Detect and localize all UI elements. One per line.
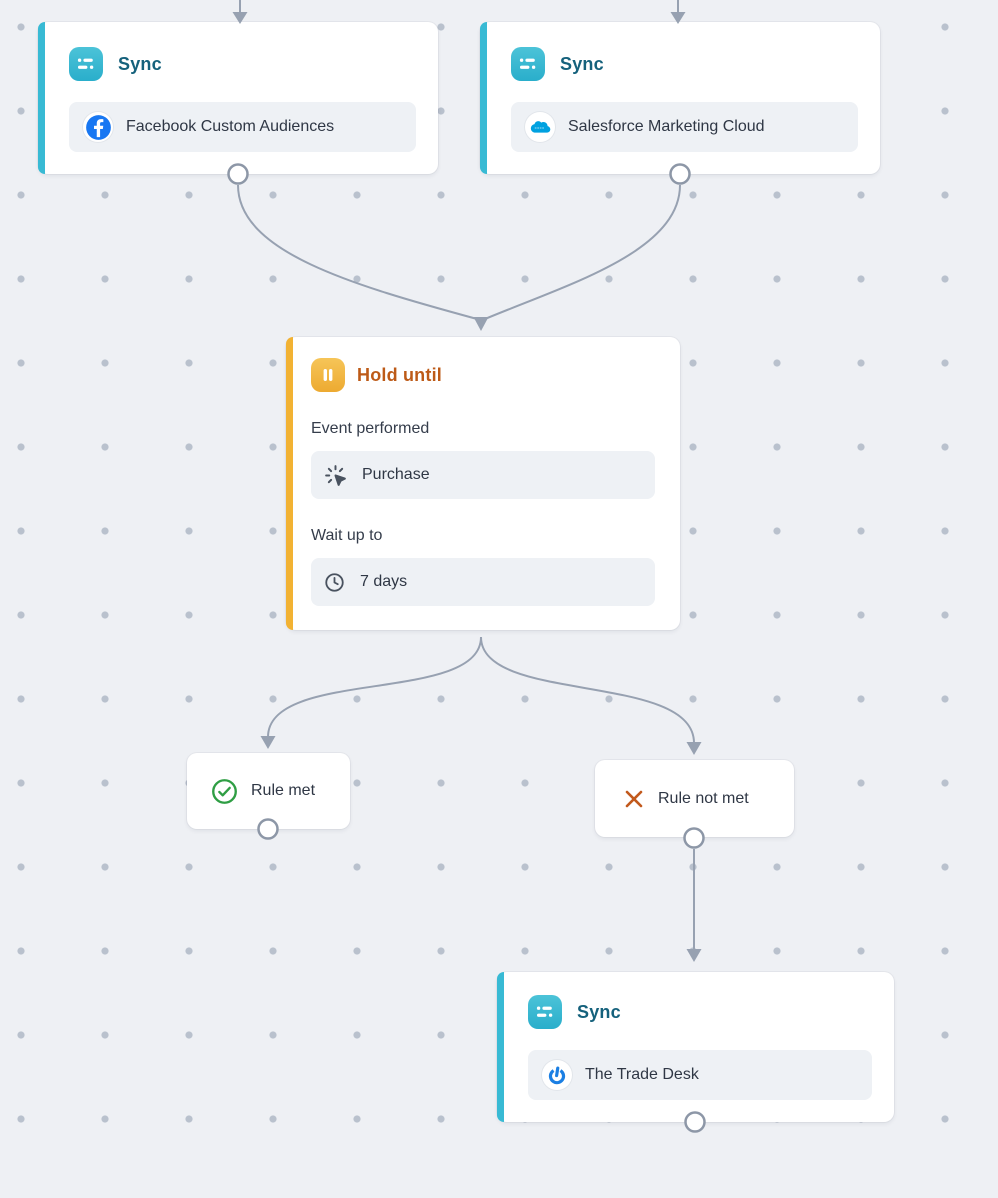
- arrowhead-icon: [686, 949, 702, 962]
- sync-icon: [528, 995, 562, 1029]
- check-circle-icon: [211, 778, 238, 805]
- arrowhead-icon: [260, 736, 276, 749]
- node-title: Hold until: [357, 364, 442, 385]
- node-accent-bar: [497, 972, 504, 1122]
- node-hold-until[interactable]: Hold until Event performed Purchase Wait…: [286, 337, 680, 630]
- node-sync-tradedesk[interactable]: Sync The Trade Desk: [497, 972, 894, 1122]
- pause-icon: [311, 358, 345, 392]
- clock-icon: [323, 571, 346, 594]
- destination-field: The Trade Desk: [528, 1050, 872, 1100]
- node-title: Sync: [577, 1001, 621, 1022]
- wait-value-field: 7 days: [311, 558, 655, 606]
- wait-value-label: 7 days: [360, 573, 408, 590]
- event-performed-label: Event performed: [311, 420, 430, 437]
- node-accent-bar: [286, 337, 293, 630]
- destination-field: Salesforce Marketing Cloud: [511, 102, 858, 152]
- edge-salesforce-to-hold: [484, 184, 681, 320]
- event-value-label: Purchase: [362, 466, 430, 483]
- x-icon: [623, 788, 645, 810]
- salesforce-icon: [525, 112, 555, 142]
- sync-icon: [69, 47, 103, 81]
- sync-icon: [511, 47, 545, 81]
- node-sync-salesforce[interactable]: Sync Salesforce Marketing Cloud: [480, 22, 880, 174]
- arrowhead-icon: [686, 742, 702, 755]
- arrowhead-icon: [473, 317, 489, 331]
- edge-facebook-to-hold: [237, 184, 478, 320]
- facebook-icon: [83, 112, 113, 142]
- edge-hold-to-rule-not-met: [480, 636, 695, 744]
- tradedesk-icon: [542, 1060, 572, 1090]
- edge-hold-to-rule-met: [267, 636, 482, 738]
- destination-label: The Trade Desk: [585, 1066, 699, 1083]
- rule-not-met-label: Rule not met: [658, 789, 749, 807]
- destination-field: Facebook Custom Audiences: [69, 102, 416, 152]
- node-title: Sync: [560, 53, 604, 74]
- event-value-field: Purchase: [311, 451, 655, 499]
- node-rule-not-met[interactable]: Rule not met: [595, 760, 794, 837]
- destination-label: Facebook Custom Audiences: [126, 118, 335, 135]
- node-sync-facebook[interactable]: Sync Facebook Custom Audiences: [38, 22, 438, 174]
- rule-met-label: Rule met: [251, 782, 316, 799]
- wait-up-to-label: Wait up to: [311, 527, 383, 544]
- node-rule-met[interactable]: Rule met: [187, 753, 350, 829]
- node-title: Sync: [118, 53, 162, 74]
- node-accent-bar: [480, 22, 487, 174]
- cursor-click-icon: [323, 463, 348, 488]
- destination-label: Salesforce Marketing Cloud: [568, 118, 765, 135]
- node-accent-bar: [38, 22, 45, 174]
